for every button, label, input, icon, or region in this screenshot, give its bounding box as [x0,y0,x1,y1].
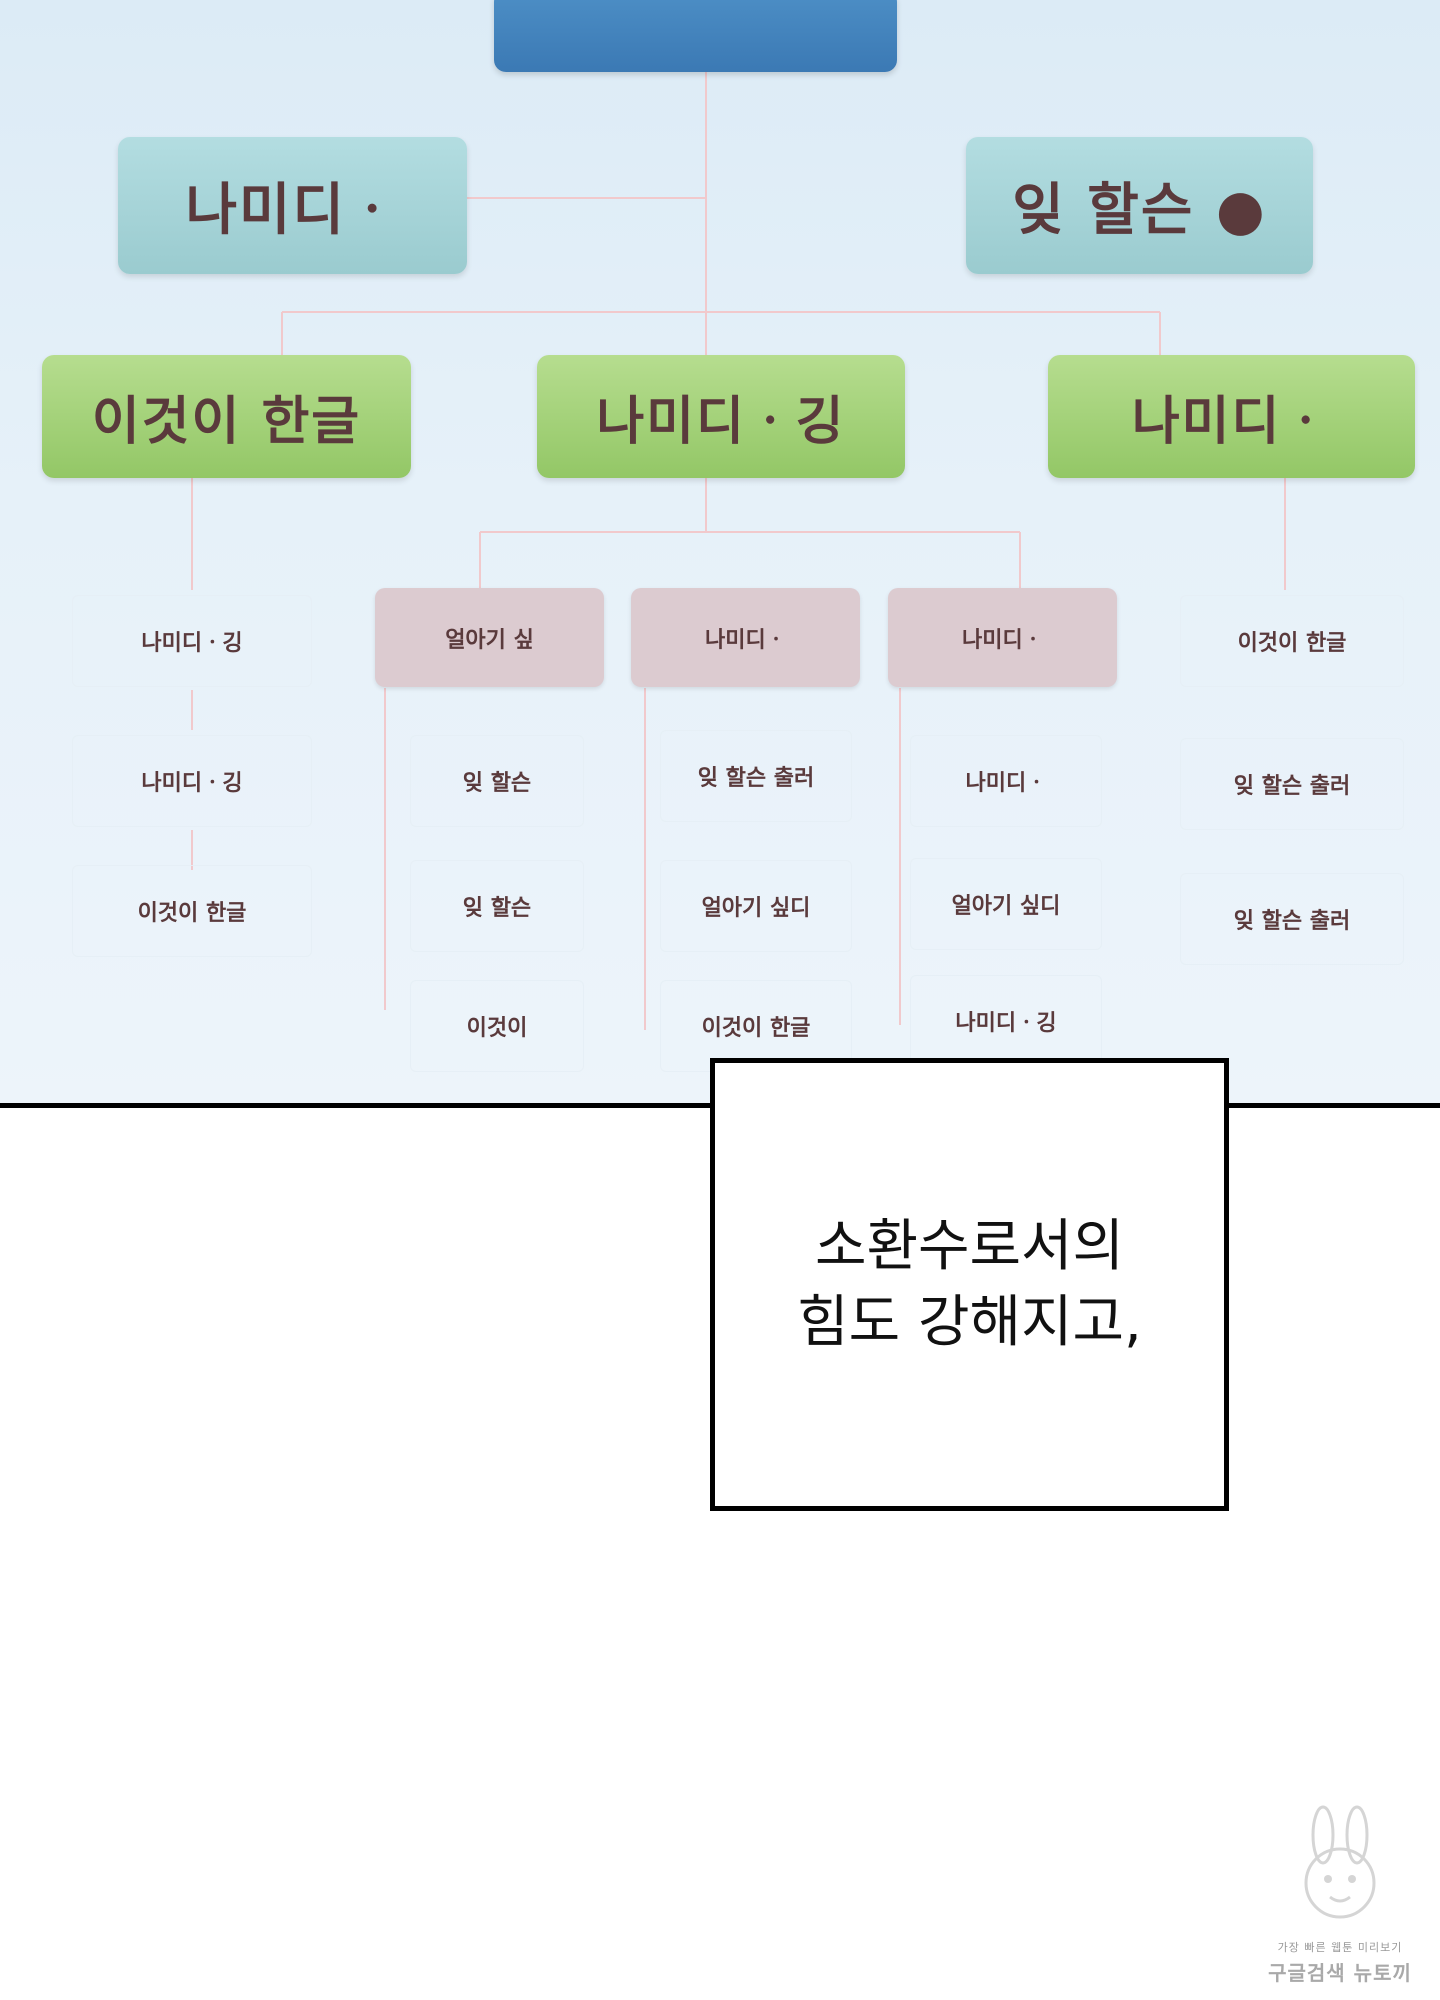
leaf-label: 잊 할슨 출러 [1233,909,1351,934]
leaf-label: 이것이 [466,1016,528,1041]
node-label: 나미디ㆍ [705,627,786,653]
watermark: 가장 빠른 웹툰 미리보기 구글검색 뉴토끼 [1255,1805,1425,1990]
org-chart-level1-node: 나미디ㆍ [118,137,467,274]
org-chart-leaf: 이것이 한글 [72,865,312,957]
leaf-label: 나미디ㆍ깅 [141,771,243,796]
node-label: 잊 할슨 ● [1012,178,1267,243]
leaf-label: 얼아기 싶디 [951,894,1061,919]
org-chart-root-node [494,0,897,72]
leaf-label: 이것이 한글 [137,901,247,926]
org-chart-level2-node: 이것이 한글 [42,355,411,478]
org-chart-leaf: 이것이 한글 [1180,595,1404,687]
org-chart-level3-node: 나미디ㆍ [888,588,1117,687]
org-chart-leaf: 이것이 [410,980,584,1072]
leaf-label: 잊 할슨 출러 [1233,774,1351,799]
org-chart-panel: 나미디ㆍ 잊 할슨 ● 이것이 한글 나미디ㆍ깅 나미디ㆍ 얼아기 싶 나미디ㆍ… [0,0,1440,1105]
leaf-label: 나미디ㆍ깅 [141,631,243,656]
leaf-label: 이것이 한글 [1237,631,1347,656]
org-chart-level3-node: 얼아기 싶 [375,588,604,687]
node-label: 이것이 한글 [91,392,362,452]
leaf-label: 나미디ㆍ [965,771,1047,796]
node-label: 나미디ㆍ [1131,392,1332,452]
node-label: 얼아기 싶 [445,627,534,653]
watermark-small-text: 가장 빠른 웹툰 미리보기 [1277,1941,1403,1954]
org-chart-leaf: 나미디ㆍ깅 [72,595,312,687]
org-chart-leaf: 나미디ㆍ [910,735,1102,827]
org-chart-leaf: 잊 할슨 출러 [660,730,852,822]
org-chart-leaf: 나미디ㆍ깅 [72,735,312,827]
leaf-label: 잊 할슨 [462,771,532,796]
caption-box: 소환수로서의 힘도 강해지고, [710,1058,1229,1511]
bunny-mascot-icon [1304,1805,1376,1919]
caption-line-1: 소환수로서의 [814,1213,1125,1279]
node-label: 나미디ㆍ [185,178,400,243]
org-chart-level3-node: 나미디ㆍ [631,588,860,687]
org-chart-level2-node: 나미디ㆍ깅 [537,355,905,478]
org-chart-leaf: 잊 할슨 출러 [1180,873,1404,965]
caption-line-2: 힘도 강해지고, [797,1289,1142,1355]
org-chart-leaf: 나미디ㆍ깅 [910,975,1102,1067]
org-chart-leaf: 잊 할슨 [410,860,584,952]
org-chart-connectors [191,70,1286,1030]
org-chart-leaf: 잊 할슨 [410,735,584,827]
org-chart-leaf: 얼아기 싶디 [910,858,1102,950]
leaf-label: 나미디ㆍ깅 [955,1011,1057,1036]
org-chart-level2-node: 나미디ㆍ [1048,355,1415,478]
leaf-label: 얼아기 싶디 [701,896,811,921]
leaf-label: 잊 할슨 출러 [697,766,815,791]
org-chart-level1-node: 잊 할슨 ● [966,137,1313,274]
org-chart-leaf: 얼아기 싶디 [660,860,852,952]
watermark-big-text: 구글검색 뉴토끼 [1268,1961,1412,1985]
node-label: 나미디ㆍ [962,627,1043,653]
leaf-label: 잊 할슨 [462,896,532,921]
org-chart-leaf: 잊 할슨 출러 [1180,738,1404,830]
node-label: 나미디ㆍ깅 [596,392,846,452]
leaf-label: 이것이 한글 [701,1016,811,1041]
